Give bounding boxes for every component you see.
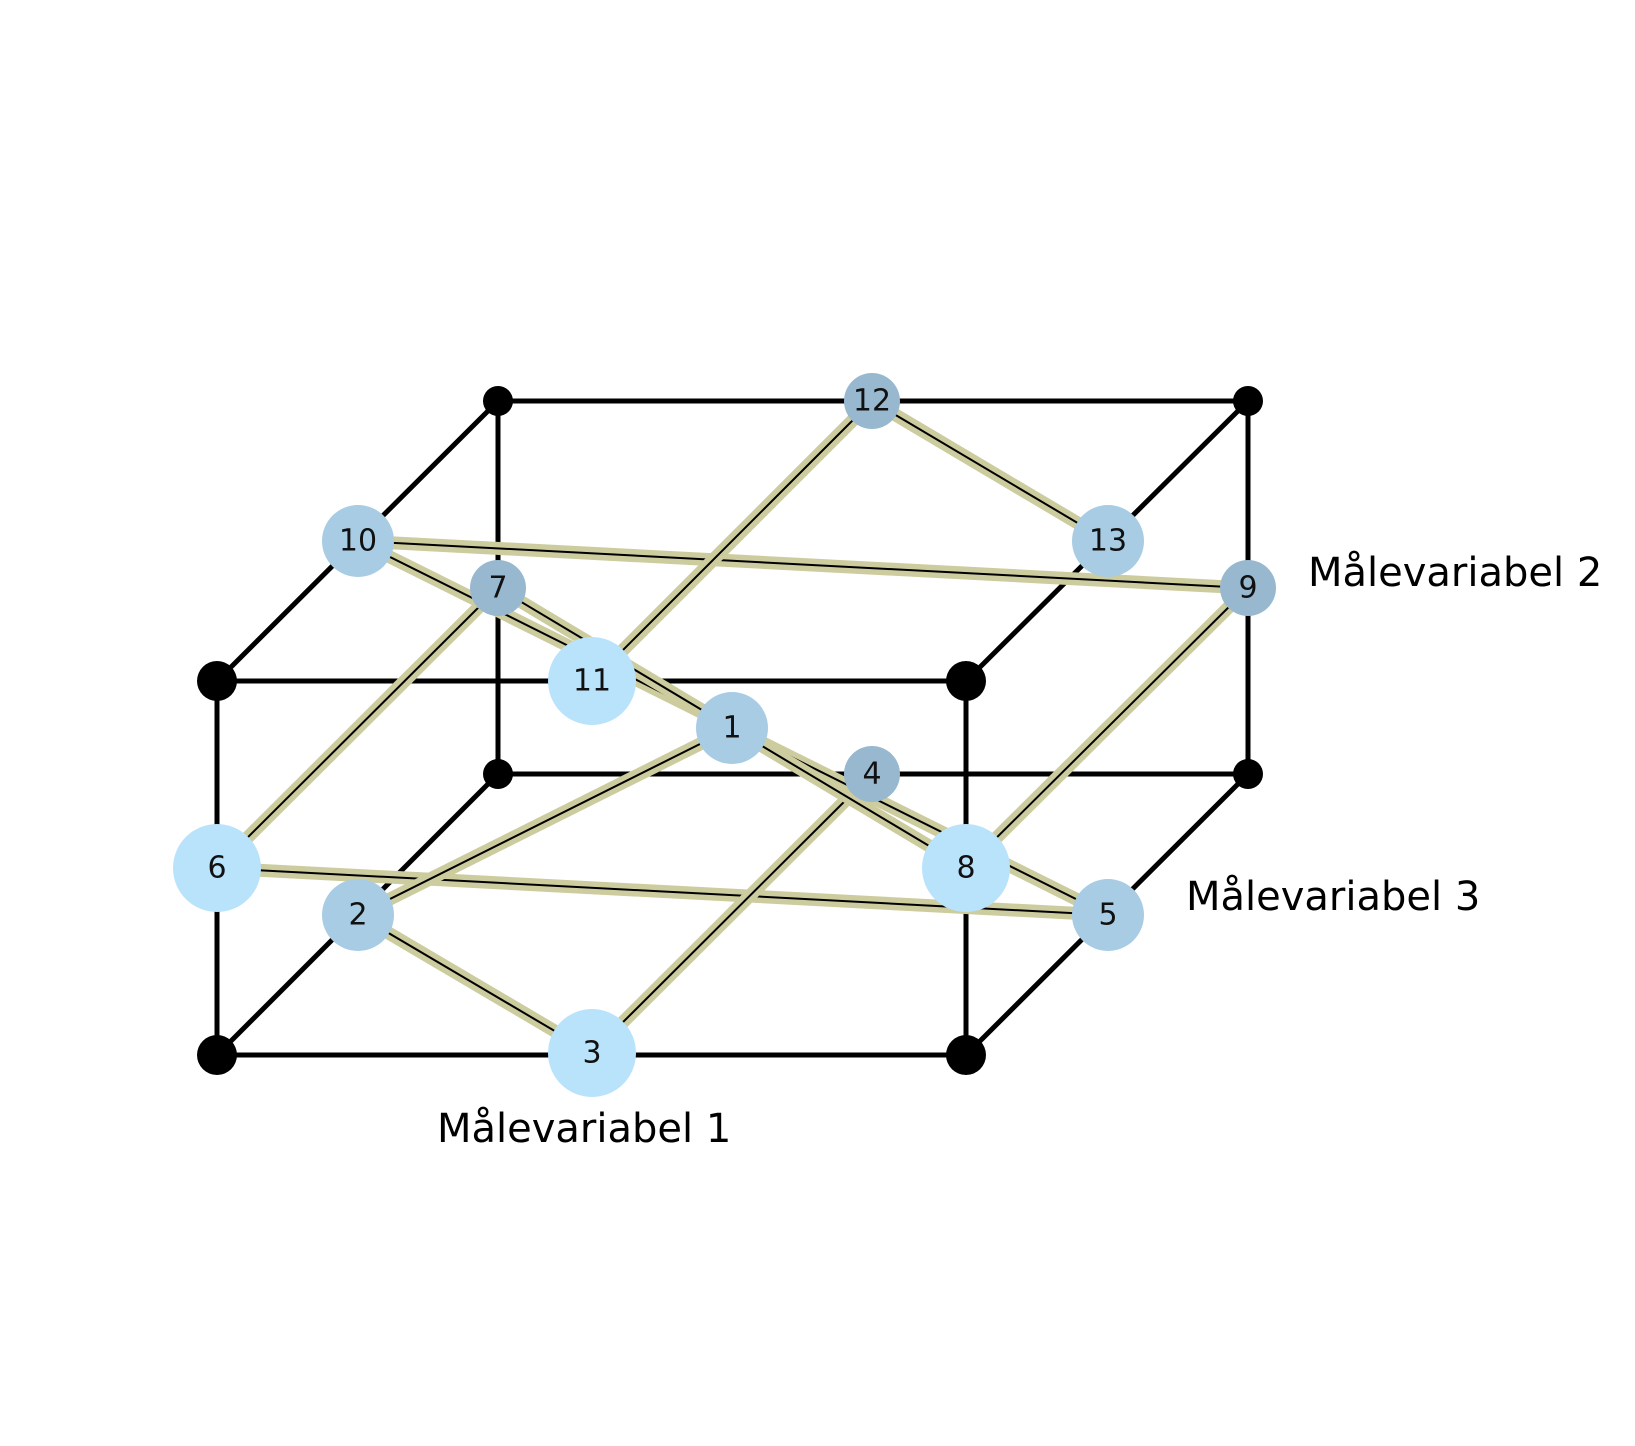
cube-corner <box>946 661 986 701</box>
run-link-line <box>216 587 499 869</box>
run-link-line <box>591 773 873 1054</box>
design-point-marker <box>844 746 900 802</box>
design-point-6: 6 <box>173 824 261 912</box>
design-point-label: 4 <box>862 757 881 792</box>
run-link <box>355 722 735 921</box>
run-link <box>587 769 877 1058</box>
design-point-label: 1 <box>722 711 741 746</box>
run-link-line <box>357 914 593 1054</box>
run-link <box>587 396 877 686</box>
run-link-line <box>871 400 1109 542</box>
design-point-5: 5 <box>1072 879 1144 951</box>
design-point-label: 5 <box>1098 898 1117 933</box>
design-point-10: 10 <box>322 505 394 577</box>
design-point-12: 12 <box>844 373 900 429</box>
cube-corner <box>483 759 513 789</box>
run-link <box>354 909 596 1059</box>
run-link <box>961 583 1253 873</box>
run-link-line <box>357 540 1249 589</box>
design-point-label: 10 <box>339 524 377 559</box>
design-point-label: 8 <box>956 851 975 886</box>
design-point-marker <box>548 1009 636 1097</box>
design-point-3: 3 <box>548 1009 636 1097</box>
axis-label-factor-2: Målevariabel 2 <box>1308 550 1602 596</box>
design-point-8: 8 <box>922 824 1010 912</box>
design-point-13: 13 <box>1072 505 1144 577</box>
design-point-marker <box>844 373 900 429</box>
cube-corner <box>197 661 237 701</box>
cube-corner <box>1233 386 1263 416</box>
design-point-label: 3 <box>582 1036 601 1071</box>
design-point-label: 11 <box>573 664 611 699</box>
run-link-line <box>965 587 1249 869</box>
design-point-marker <box>1072 879 1144 951</box>
design-point-marker <box>696 692 768 764</box>
design-point-label: 7 <box>488 571 507 606</box>
run-link-line <box>591 400 873 682</box>
cube-corner <box>197 1035 237 1075</box>
cube-corner <box>946 1035 986 1075</box>
design-point-1: 1 <box>696 692 768 764</box>
design-point-marker <box>548 637 636 725</box>
design-point-marker <box>1072 505 1144 577</box>
axis-label-factor-3: Målevariabel 3 <box>1186 874 1480 920</box>
run-link-line <box>357 727 733 916</box>
design-point-label: 9 <box>1238 571 1257 606</box>
design-point-marker <box>322 879 394 951</box>
design-point-marker <box>173 824 261 912</box>
design-point-7: 7 <box>470 560 526 616</box>
run-link <box>868 395 1112 547</box>
design-point-marker <box>470 560 526 616</box>
run-link <box>212 583 503 873</box>
design-point-marker <box>1220 560 1276 616</box>
design-point-label: 12 <box>853 384 891 419</box>
design-point-label: 2 <box>348 898 367 933</box>
design-point-marker <box>922 824 1010 912</box>
axis-label-factor-1: Målevariabel 1 <box>437 1106 731 1152</box>
design-point-marker <box>322 505 394 577</box>
cube-corner <box>483 386 513 416</box>
run-link <box>357 534 1249 595</box>
design-point-label: 6 <box>207 851 226 886</box>
design-point-9: 9 <box>1220 560 1276 616</box>
design-point-2: 2 <box>322 879 394 951</box>
cube-corner <box>1233 759 1263 789</box>
design-point-4: 4 <box>844 746 900 802</box>
design-point-11: 11 <box>548 637 636 725</box>
design-point-label: 13 <box>1089 524 1127 559</box>
cube-corners <box>197 386 1263 1075</box>
